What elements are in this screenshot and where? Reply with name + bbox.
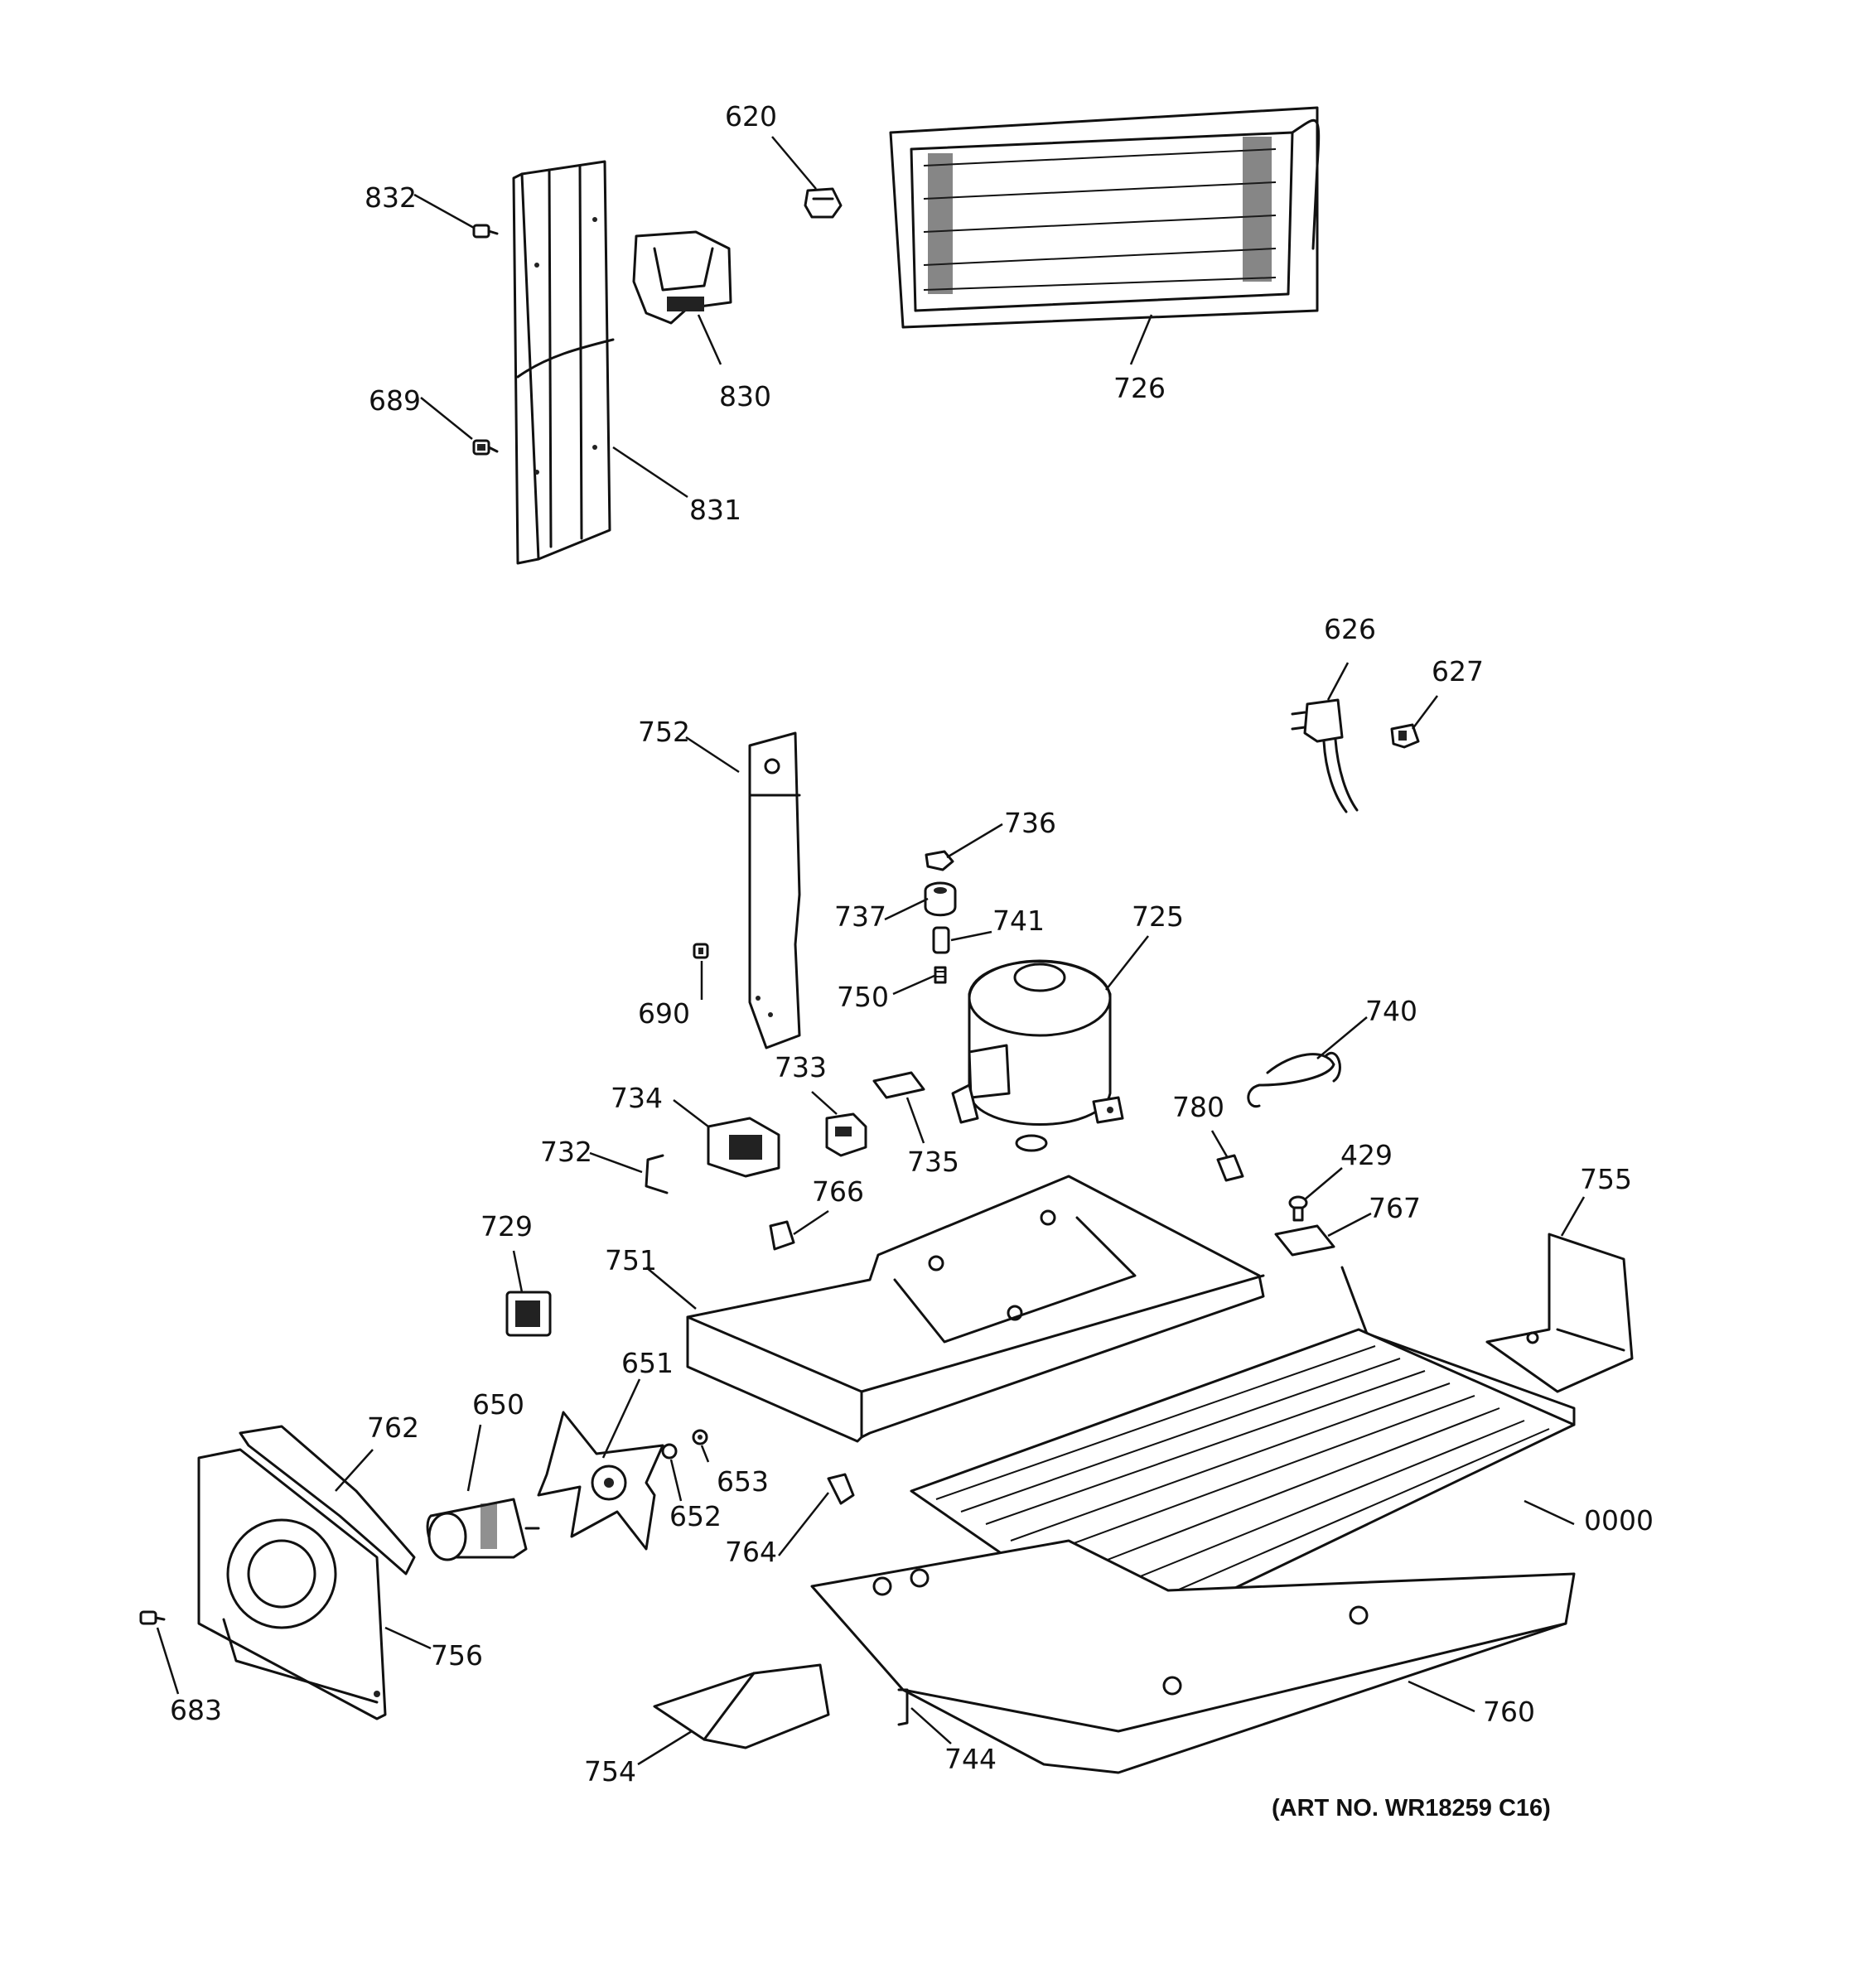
- part-752-mounting-bracket: [748, 731, 801, 1049]
- part-755-corner-bracket: [1485, 1233, 1634, 1393]
- callout-620: 620: [725, 100, 777, 133]
- callout-744: 744: [944, 1743, 997, 1775]
- part-741-sleeve: [932, 926, 950, 954]
- part-780-stud: [1216, 1154, 1244, 1182]
- callout-690: 690: [638, 997, 690, 1030]
- part-732-clip: [645, 1154, 669, 1194]
- part-429-screw: [1288, 1195, 1308, 1222]
- callout-429: 429: [1340, 1139, 1393, 1171]
- callout-733: 733: [775, 1051, 827, 1083]
- callout-726: 726: [1113, 372, 1166, 404]
- part-750-bolt: [934, 966, 947, 984]
- callout-653: 653: [717, 1465, 769, 1498]
- callout-734: 734: [611, 1082, 663, 1114]
- part-744-clip: [897, 1688, 909, 1726]
- callout-832: 832: [365, 181, 417, 214]
- part-751-base-pan: [686, 1175, 1265, 1443]
- callout-0000: 0000: [1584, 1504, 1654, 1537]
- callout-740: 740: [1365, 995, 1417, 1027]
- part-726-condenser: [889, 106, 1321, 329]
- leader-lines: [156, 136, 1586, 1766]
- callout-766: 766: [812, 1175, 864, 1208]
- callout-830: 830: [719, 380, 771, 413]
- callout-labels: 620 832 726 830 689 831 626 627 752 736 …: [170, 100, 1654, 1822]
- callout-780: 780: [1172, 1091, 1224, 1123]
- callout-752: 752: [638, 716, 690, 748]
- callout-831: 831: [689, 494, 741, 526]
- part-653-nut: [692, 1429, 708, 1445]
- part-683-screw: [139, 1610, 166, 1625]
- part-762-gasket: [239, 1425, 416, 1575]
- part-735-cover: [872, 1071, 925, 1099]
- part-740-wire-clip: [1247, 1052, 1341, 1108]
- part-756-fan-shroud: [197, 1448, 387, 1720]
- part-736-clip: [925, 850, 954, 871]
- callout-762: 762: [367, 1411, 419, 1444]
- callout-741: 741: [992, 905, 1045, 937]
- part-650-fan-motor: [426, 1498, 540, 1561]
- part-733-relay: [825, 1112, 867, 1157]
- part-767-bracket: [1274, 1224, 1335, 1257]
- part-832-screw: [472, 224, 499, 239]
- callout-754: 754: [584, 1755, 636, 1788]
- part-725-compressor: [951, 959, 1124, 1152]
- art-number: (ART NO. WR18259 C16): [1272, 1795, 1551, 1822]
- part-831-channel-bracket: [512, 160, 615, 565]
- part-652-washer: [661, 1443, 678, 1460]
- part-754-shield: [653, 1663, 830, 1749]
- callout-737: 737: [834, 900, 886, 933]
- part-760-drain-pan: [810, 1539, 1576, 1774]
- callout-729: 729: [480, 1210, 533, 1242]
- part-734-overload: [707, 1117, 780, 1178]
- callout-736: 736: [1004, 807, 1056, 839]
- callout-750: 750: [837, 981, 889, 1013]
- callout-756: 756: [431, 1639, 483, 1672]
- callout-725: 725: [1132, 900, 1184, 933]
- part-620-clip: [804, 187, 843, 219]
- part-830-bracket: [632, 230, 732, 325]
- part-737-grommet: [924, 881, 957, 917]
- callout-751: 751: [605, 1244, 657, 1276]
- part-764-clip: [827, 1473, 855, 1505]
- callout-650: 650: [472, 1388, 524, 1421]
- part-626-power-cord: [1291, 698, 1359, 813]
- callout-760: 760: [1483, 1696, 1535, 1728]
- callout-626: 626: [1324, 613, 1376, 645]
- part-729-terminal-box: [505, 1291, 552, 1337]
- callout-755: 755: [1580, 1163, 1632, 1195]
- callout-767: 767: [1369, 1192, 1421, 1224]
- part-689-screw: [472, 439, 499, 456]
- part-627-clip: [1390, 723, 1420, 749]
- part-690-screw: [693, 943, 709, 959]
- callout-627: 627: [1432, 655, 1484, 688]
- callout-764: 764: [725, 1536, 777, 1568]
- part-651-fan-blade: [537, 1411, 664, 1551]
- callout-651: 651: [621, 1347, 674, 1379]
- callout-652: 652: [669, 1500, 722, 1532]
- callout-683: 683: [170, 1694, 222, 1726]
- callout-732: 732: [540, 1136, 592, 1168]
- part-766-clip: [769, 1220, 795, 1251]
- callout-735: 735: [907, 1146, 959, 1178]
- callout-689: 689: [369, 384, 421, 417]
